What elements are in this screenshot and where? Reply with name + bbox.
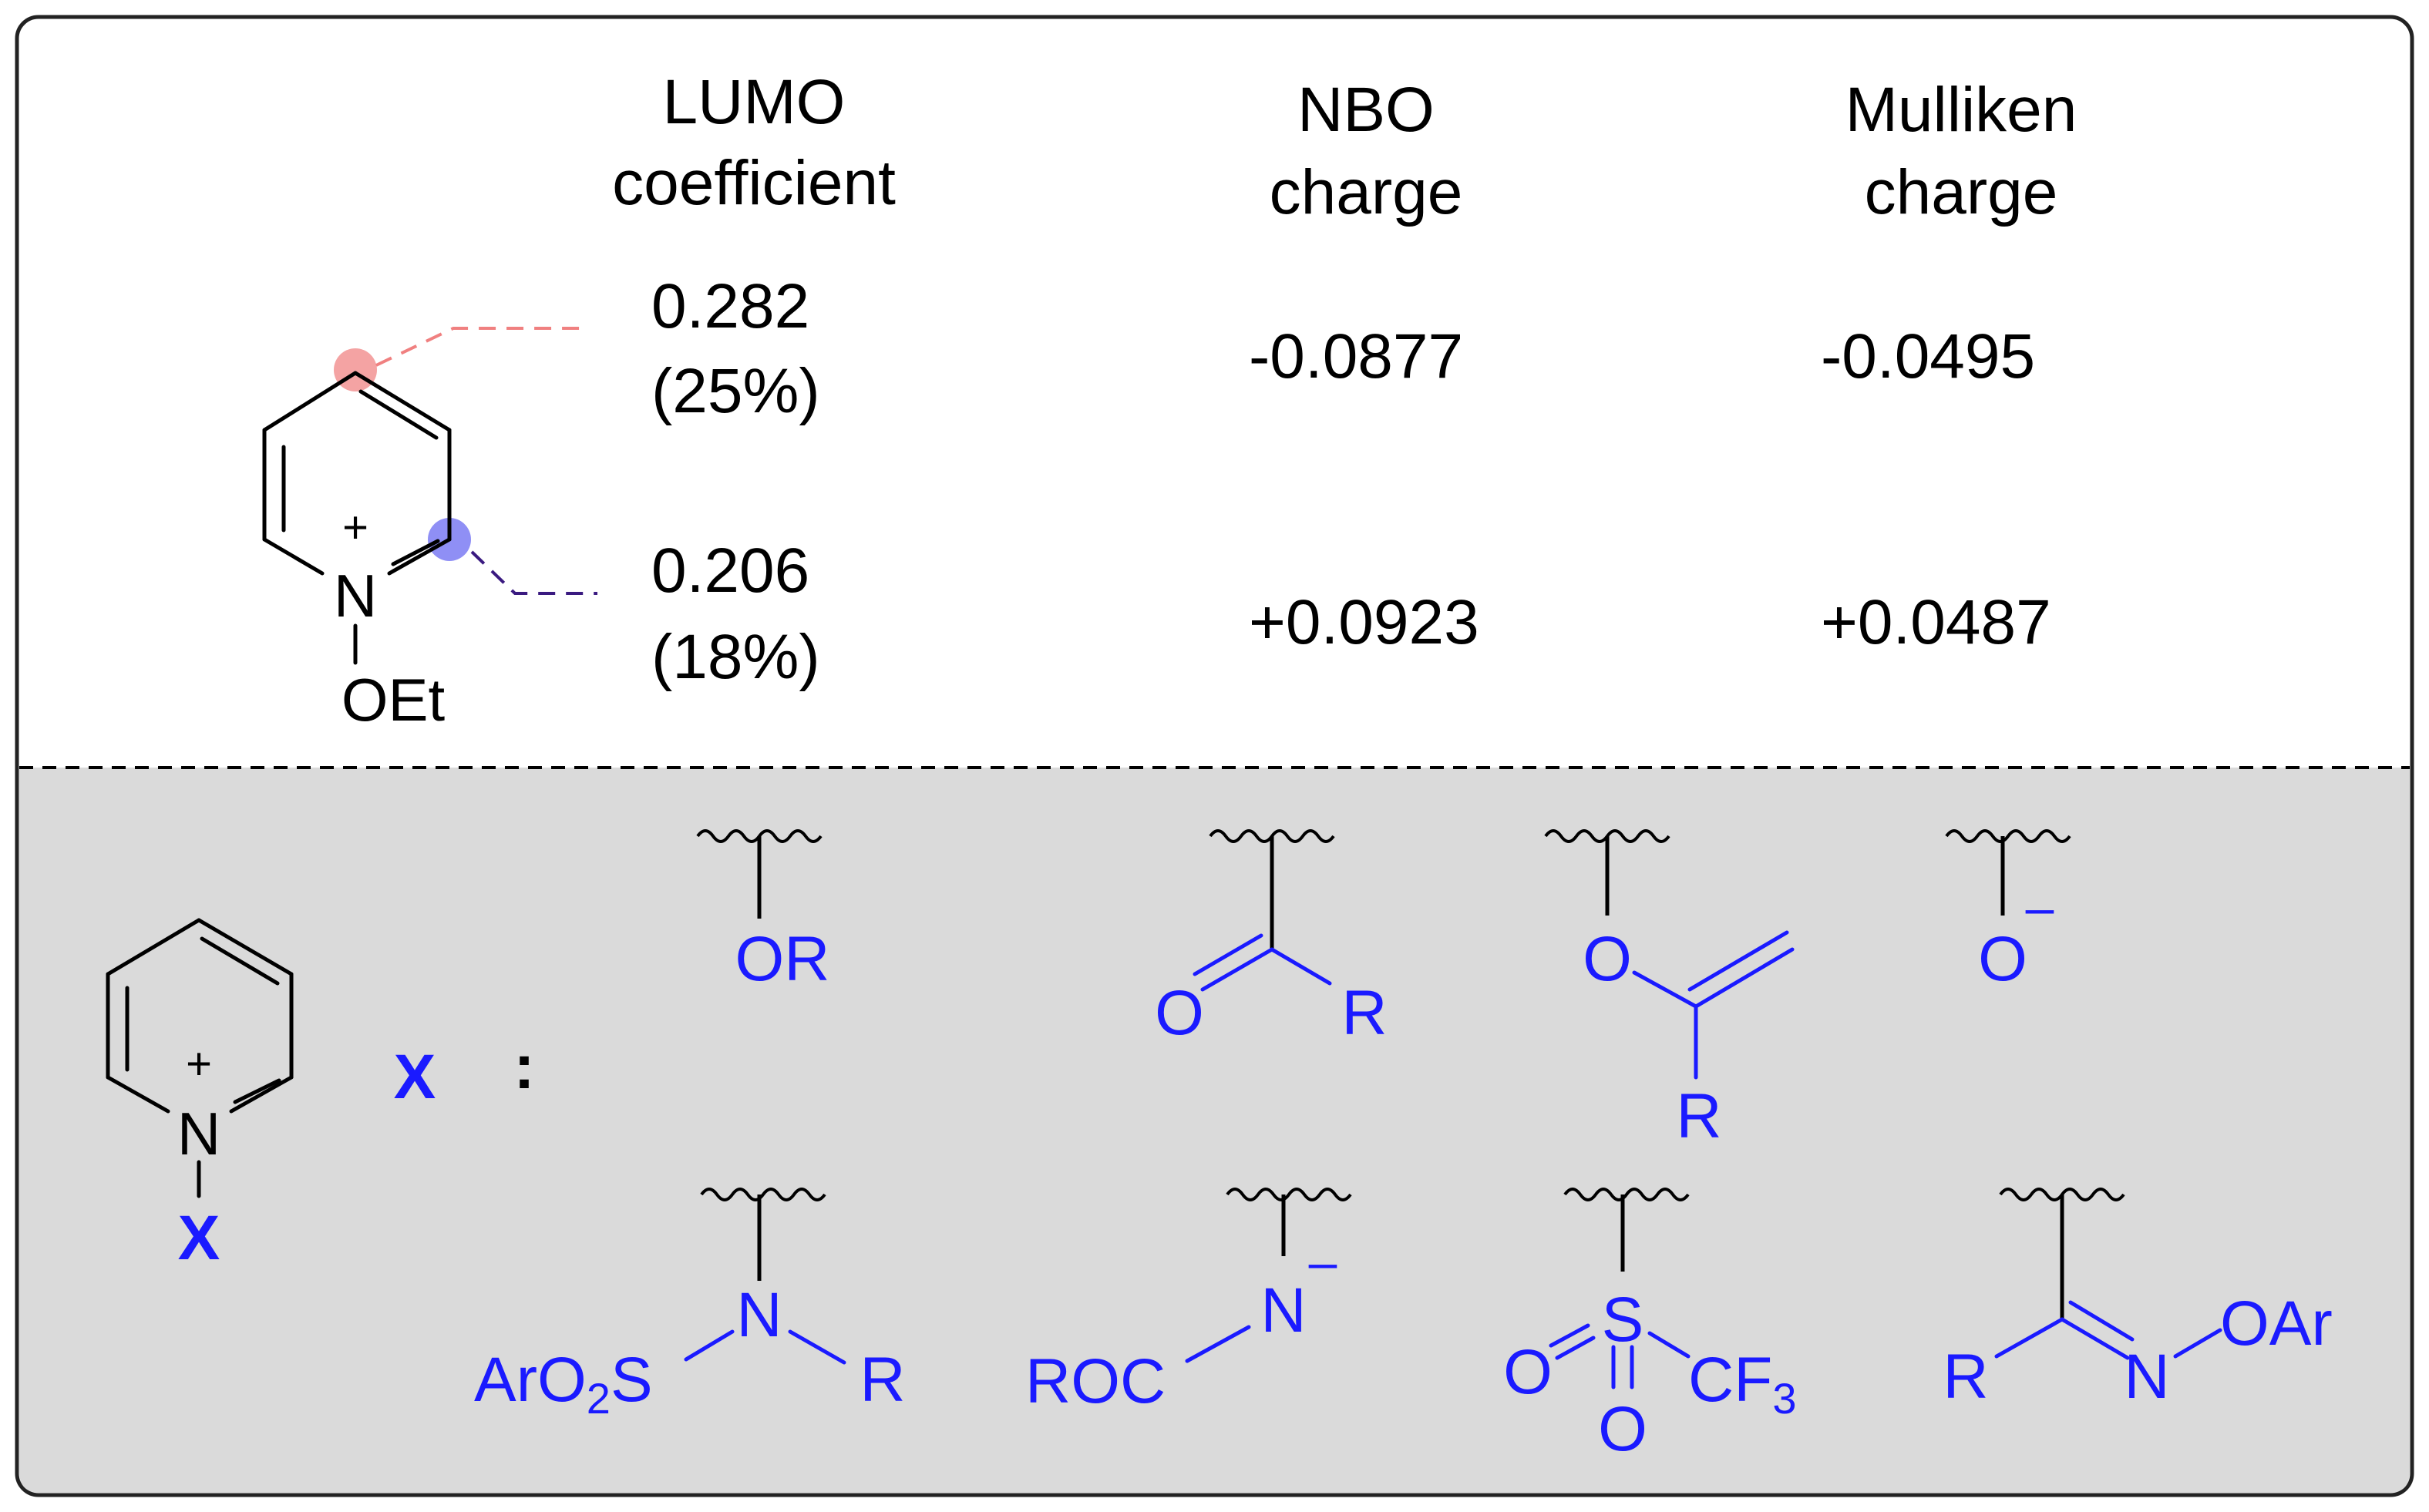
enol-oxygen: O — [1583, 924, 1632, 994]
generic-x-label: X — [178, 1203, 220, 1273]
row1-mulliken-value: -0.0495 — [1821, 321, 2035, 391]
x-definition-label: X — [394, 1042, 436, 1112]
column-headers: LUMO coefficient NBO charge Mulliken cha… — [612, 67, 2077, 227]
row1-lumo-percent: (25%) — [651, 356, 820, 426]
oxide-oxygen: O — [1978, 924, 2027, 994]
charge-plus: + — [342, 502, 368, 553]
oxime-oar: OAr — [2220, 1289, 2333, 1359]
header-mulliken-line2: charge — [1865, 157, 2058, 227]
row1-nbo-value: -0.0877 — [1249, 321, 1463, 391]
substituent-oxime: R N OAr — [1943, 1194, 2333, 1412]
nitrogen-label: N — [334, 562, 377, 630]
c2-highlight — [334, 348, 377, 391]
generic-n-label: N — [177, 1100, 220, 1168]
row2-lumo-percent: (18%) — [651, 622, 820, 692]
row2-mulliken-value: +0.0487 — [1821, 587, 2051, 657]
row2-nbo-value: +0.0923 — [1249, 587, 1479, 657]
acyl-oxygen: O — [1155, 978, 1204, 1048]
c4-leader-line — [470, 550, 597, 595]
alkoxy-label: OR — [735, 924, 830, 994]
oxime-n: N — [2124, 1342, 2169, 1412]
row2-lumo-value: 0.206 — [651, 536, 809, 606]
acyl-r: R — [1341, 978, 1387, 1048]
enol-r: R — [1676, 1081, 1721, 1151]
substituent-sulfonamide: N ArO2S R — [474, 1194, 906, 1423]
value-table: 0.282 (25%) -0.0877 -0.0495 0.206 (18%) … — [651, 271, 2051, 692]
row1-lumo-value: 0.282 — [651, 271, 809, 341]
sulfonamide-sub-2: 2 — [587, 1374, 611, 1423]
substituent-triflyl: S O O CF3 — [1503, 1194, 1796, 1464]
triflyl-s: S — [1602, 1285, 1644, 1355]
oxime-r: R — [1943, 1342, 1988, 1412]
lower-panel — [19, 768, 2410, 1493]
oet-label: OEt — [341, 666, 446, 734]
header-nbo-line2: charge — [1270, 157, 1463, 227]
header-lumo-line1: LUMO — [663, 67, 846, 137]
sulfonamide-r: R — [860, 1345, 905, 1415]
substituent-acyl: O R — [1155, 836, 1388, 1048]
triflyl-cf3: CF3 — [1688, 1345, 1796, 1423]
substituent-enol-ether: O R — [1583, 836, 1795, 1151]
sulfonamide-n: N — [736, 1280, 782, 1350]
substituent-alkoxy: OR — [735, 836, 830, 994]
carbamate-minus: – — [1309, 1233, 1337, 1290]
ethoxypyridinium-structure: N + OEt — [262, 327, 597, 734]
header-mulliken-line1: Mulliken — [1845, 75, 2077, 145]
triflyl-sub-3: 3 — [1772, 1374, 1796, 1423]
triflyl-o-left: O — [1503, 1337, 1553, 1407]
substituent-carbamate-anion: N – ROC — [1025, 1194, 1337, 1416]
header-nbo-line1: NBO — [1297, 75, 1435, 145]
generic-charge-plus: + — [186, 1039, 212, 1089]
substituent-oxide: O – — [1978, 836, 2054, 994]
triflyl-o-bottom: O — [1598, 1394, 1647, 1464]
carbamate-left: ROC — [1025, 1346, 1166, 1416]
generic-pyridinium-structure: N + X — [106, 918, 294, 1273]
carbamate-n: N — [1260, 1275, 1306, 1346]
oxide-minus: – — [2026, 879, 2054, 936]
colon: : — [513, 1032, 534, 1102]
header-lumo-line2: coefficient — [612, 148, 896, 218]
sulfonamide-left: ArO2S — [474, 1345, 653, 1423]
c2-leader-line — [375, 327, 580, 367]
